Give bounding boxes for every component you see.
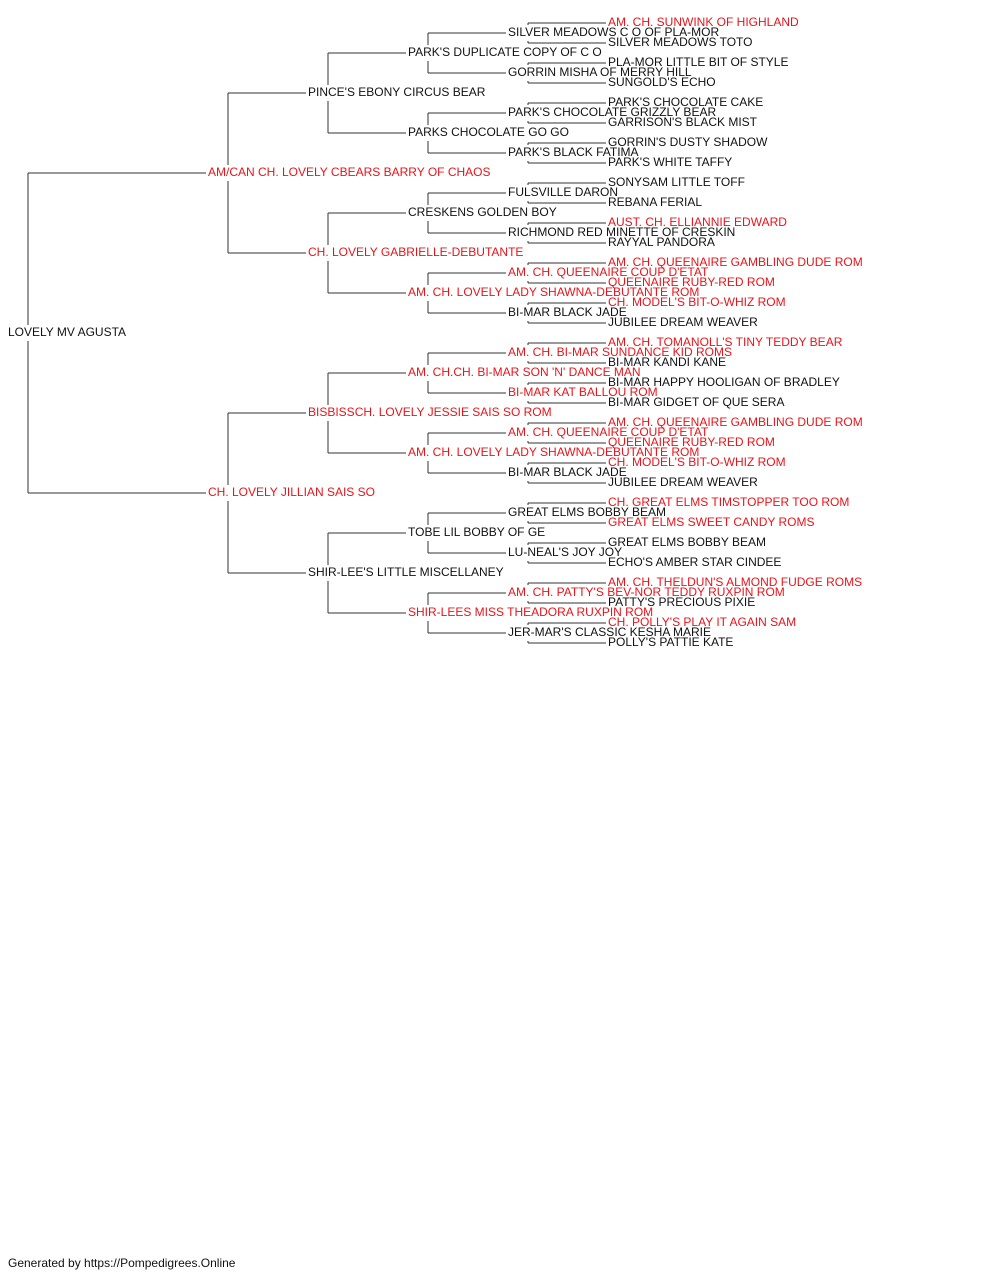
pedigree-name: CH. LOVELY JILLIAN SAIS SO — [208, 485, 375, 499]
pedigree-name: CH. MODEL'S BIT-O-WHIZ ROM — [608, 455, 786, 469]
pedigree-name: FULSVILLE DARON — [508, 185, 618, 199]
pedigree-name: PARK'S CHOCOLATE CAKE — [608, 95, 763, 109]
pedigree-name: SILVER MEADOWS TOTO — [608, 35, 752, 49]
pedigree-name: LU-NEAL'S JOY JOY — [508, 545, 622, 559]
pedigree-name: JUBILEE DREAM WEAVER — [608, 475, 758, 489]
pedigree-name: SUNGOLD'S ECHO — [608, 75, 716, 89]
pedigree-name: POLLY'S PATTIE KATE — [608, 635, 733, 649]
pedigree-name: PARK'S BLACK FATIMA — [508, 145, 639, 159]
pedigree-name: SONYSAM LITTLE TOFF — [608, 175, 745, 189]
pedigree-name: BISBISSCH. LOVELY JESSIE SAIS SO ROM — [308, 405, 552, 419]
pedigree-name: AM. CH. SUNWINK OF HIGHLAND — [608, 15, 799, 29]
pedigree-name: QUEENAIRE RUBY-RED ROM — [608, 275, 775, 289]
pedigree-name: GREAT ELMS BOBBY BEAM — [508, 505, 666, 519]
pedigree-tree: LOVELY MV AGUSTA AM/CAN CH. LOVELY CBEARS… — [8, 15, 863, 649]
pedigree-name: JUBILEE DREAM WEAVER — [608, 315, 758, 329]
footer-credit: Generated by https://Pompedigrees.Online — [8, 1256, 236, 1270]
pedigree-name: AM/CAN CH. LOVELY CBEARS BARRY OF CHAOS — [208, 165, 491, 179]
pedigree-name: CH. MODEL'S BIT-O-WHIZ ROM — [608, 295, 786, 309]
pedigree-name: AUST. CH. ELLIANNIE EDWARD — [608, 215, 787, 229]
pedigree-name: BI-MAR KAT BALLOU ROM — [508, 385, 658, 399]
pedigree-name: AM. CH. THELDUN'S ALMOND FUDGE ROMS — [608, 575, 862, 589]
pedigree-name: PATTY'S PRECIOUS PIXIE — [608, 595, 755, 609]
pedigree-name: SHIR-LEES MISS THEADORA RUXPIN ROM — [408, 605, 653, 619]
pedigree-name: AM. CH. QUEENAIRE COUP D'ETAT — [508, 425, 709, 439]
pedigree-name: AM. CH. QUEENAIRE GAMBLING DUDE ROM — [608, 255, 863, 269]
pedigree-name: BI-MAR GIDGET OF QUE SERA — [608, 395, 784, 409]
pedigree-name: BI-MAR HAPPY HOOLIGAN OF BRADLEY — [608, 375, 840, 389]
pedigree-name: BI-MAR BLACK JADE — [508, 305, 627, 319]
pedigree-name: ECHO'S AMBER STAR CINDEE — [608, 555, 781, 569]
pedigree-name: GREAT ELMS BOBBY BEAM — [608, 535, 766, 549]
pedigree-name: CRESKENS GOLDEN BOY — [408, 205, 557, 219]
pedigree-name: QUEENAIRE RUBY-RED ROM — [608, 435, 775, 449]
pedigree-name: AM. CH. BI-MAR SUNDANCE KID ROMS — [508, 345, 732, 359]
pedigree-name: AM. CH. LOVELY LADY SHAWNA-DEBUTANTE ROM — [408, 285, 699, 299]
pedigree-name: AM. CH. QUEENAIRE COUP D'ETAT — [508, 265, 709, 279]
pedigree-name: BI-MAR KANDI KANE — [608, 355, 726, 369]
pedigree-name: PINCE'S EBONY CIRCUS BEAR — [308, 85, 486, 99]
pedigree-name: SILVER MEADOWS C O OF PLA-MOR — [508, 25, 719, 39]
pedigree-name: GARRISON'S BLACK MIST — [608, 115, 758, 129]
pedigree-name: RAYYAL PANDORA — [608, 235, 715, 249]
pedigree-name: AM. CH. QUEENAIRE GAMBLING DUDE ROM — [608, 415, 863, 429]
pedigree-name: PARKS CHOCOLATE GO GO — [408, 125, 569, 139]
pedigree-name: GREAT ELMS SWEET CANDY ROMS — [608, 515, 814, 529]
pedigree-name: PLA-MOR LITTLE BIT OF STYLE — [608, 55, 789, 69]
pedigree-name: GORRIN MISHA OF MERRY HILL — [508, 65, 692, 79]
pedigree-name: BI-MAR BLACK JADE — [508, 465, 627, 479]
pedigree-name: CH. POLLY'S PLAY IT AGAIN SAM — [608, 615, 796, 629]
pedigree-name: RICHMOND RED MINETTE OF CRESKIN — [508, 225, 735, 239]
pedigree-name: PARK'S DUPLICATE COPY OF C O — [408, 45, 602, 59]
pedigree-name: SHIR-LEE'S LITTLE MISCELLANEY — [308, 565, 504, 579]
pedigree-name: PARK'S CHOCOLATE GRIZZLY BEAR — [508, 105, 716, 119]
pedigree-name: CH. LOVELY GABRIELLE-DEBUTANTE — [308, 245, 523, 259]
pedigree-name: GORRIN'S DUSTY SHADOW — [608, 135, 768, 149]
pedigree-name: AM. CH. LOVELY LADY SHAWNA-DEBUTANTE ROM — [408, 445, 699, 459]
pedigree-name: PARK'S WHITE TAFFY — [608, 155, 732, 169]
pedigree-name: REBANA FERIAL — [608, 195, 702, 209]
pedigree-name: TOBE LIL BOBBY OF GE — [408, 525, 545, 539]
pedigree-name: AM. CH. PATTY'S BEV-NOR TEDDY RUXPIN ROM — [508, 585, 785, 599]
pedigree-name: JER-MAR'S CLASSIC KESHA MARIE — [508, 625, 711, 639]
pedigree-name: AM. CH.CH. BI-MAR SON 'N' DANCE MAN — [408, 365, 641, 379]
pedigree-name: CH. GREAT ELMS TIMSTOPPER TOO ROM — [608, 495, 849, 509]
pedigree-name: AM. CH. TOMANOLL'S TINY TEDDY BEAR — [608, 335, 843, 349]
pedigree-name: LOVELY MV AGUSTA — [8, 325, 126, 339]
